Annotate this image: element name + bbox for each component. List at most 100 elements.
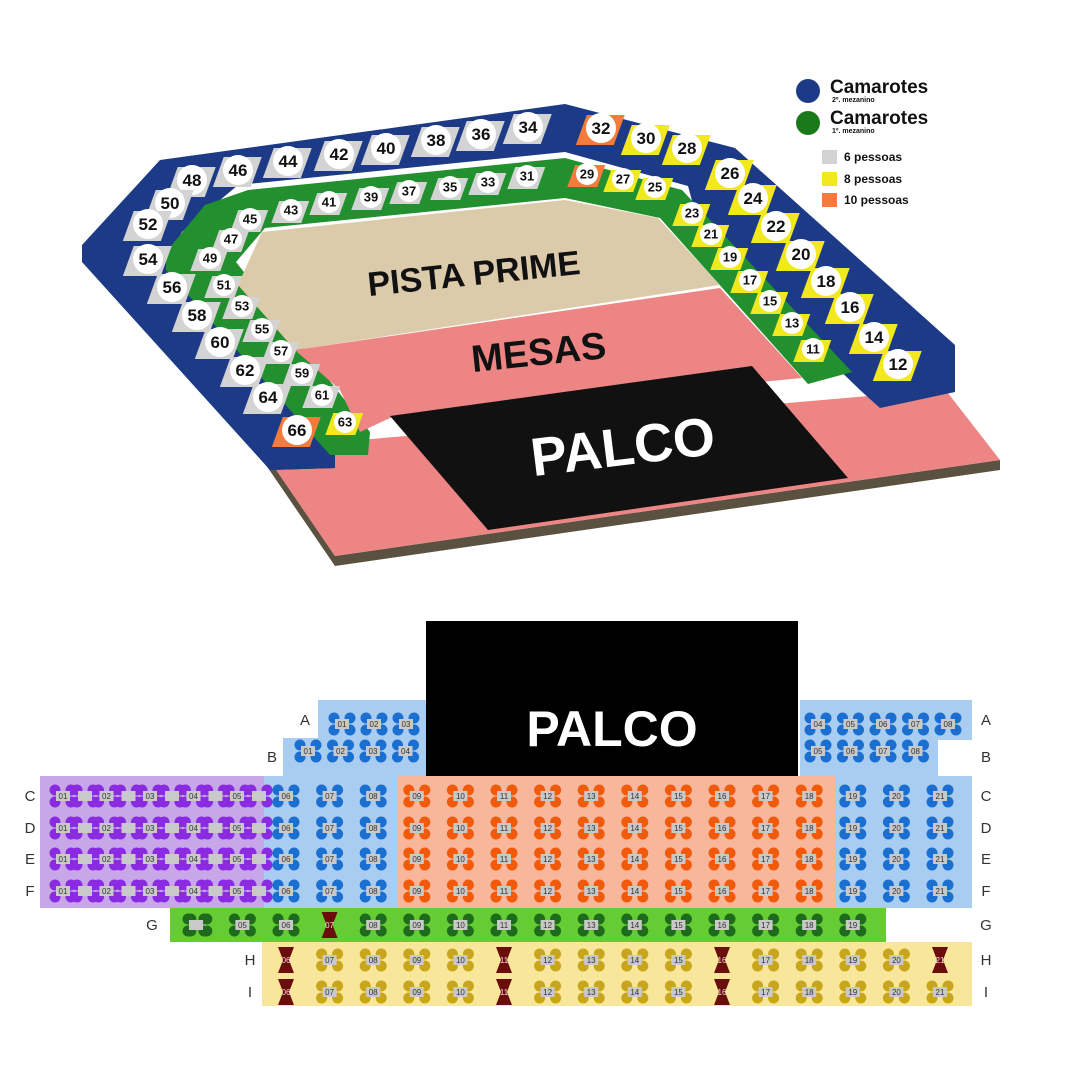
box-63[interactable]: 63 — [325, 411, 364, 435]
box-39[interactable]: 39 — [351, 186, 390, 210]
table-D-21[interactable]: 21 — [926, 816, 954, 840]
box-11[interactable]: 11 — [793, 338, 832, 362]
table-C-10[interactable]: 10 — [446, 784, 474, 808]
table-E-05-b[interactable] — [245, 847, 273, 871]
box-27[interactable]: 27 — [603, 168, 642, 192]
table-F-16[interactable]: 16 — [708, 879, 736, 903]
table-D-07[interactable]: 07 — [316, 816, 344, 840]
table-G-09[interactable]: 09 — [403, 913, 431, 937]
table-C-15[interactable]: 15 — [664, 784, 692, 808]
box-37[interactable]: 37 — [389, 180, 428, 204]
table-F-01-b[interactable] — [71, 879, 99, 903]
box-35[interactable]: 35 — [430, 176, 469, 200]
table-I-18[interactable]: 18 — [795, 980, 823, 1004]
table-H-13[interactable]: 13 — [577, 948, 605, 972]
table-E-03[interactable]: 03 — [136, 847, 164, 871]
table-F-21[interactable]: 21 — [926, 879, 954, 903]
table-F-17[interactable]: 17 — [752, 879, 780, 903]
table-F-12[interactable]: 12 — [534, 879, 562, 903]
table-I-17[interactable]: 17 — [752, 980, 780, 1004]
table-D-09[interactable]: 09 — [403, 816, 431, 840]
table-D-10[interactable]: 10 — [446, 816, 474, 840]
box-38[interactable]: 38 — [410, 125, 460, 157]
box-33[interactable]: 33 — [468, 171, 507, 195]
table-I-16[interactable]: 16 — [714, 979, 730, 1005]
box-59[interactable]: 59 — [282, 362, 321, 386]
table-G-14[interactable]: 14 — [621, 913, 649, 937]
box-62[interactable]: 62 — [219, 355, 269, 387]
table-I-20[interactable]: 20 — [882, 980, 910, 1004]
table-I-15[interactable]: 15 — [664, 980, 692, 1004]
table-H-17[interactable]: 17 — [752, 948, 780, 972]
box-43[interactable]: 43 — [271, 199, 310, 223]
table-I-13[interactable]: 13 — [577, 980, 605, 1004]
box-45[interactable]: 45 — [230, 208, 269, 232]
table-E-07[interactable]: 07 — [316, 847, 344, 871]
box-20[interactable]: 20 — [775, 239, 825, 271]
table-C-09[interactable]: 09 — [403, 784, 431, 808]
table-D-15[interactable]: 15 — [664, 816, 692, 840]
table-I-10[interactable]: 10 — [446, 980, 474, 1004]
table-G-18[interactable]: 18 — [795, 913, 823, 937]
table-G-13[interactable]: 13 — [577, 913, 605, 937]
box-36[interactable]: 36 — [455, 119, 505, 151]
box-44[interactable]: 44 — [262, 146, 312, 178]
table-B-03[interactable]: 03 — [359, 739, 387, 763]
table-G-16[interactable]: 16 — [708, 913, 736, 937]
box-28[interactable]: 28 — [661, 133, 711, 165]
table-E-19[interactable]: 19 — [839, 847, 867, 871]
box-60[interactable]: 60 — [194, 327, 244, 359]
table-H-20[interactable]: 20 — [882, 948, 910, 972]
table-H-09[interactable]: 09 — [403, 948, 431, 972]
table-H-06[interactable]: 06 — [278, 947, 294, 973]
table-A-06[interactable]: 06 — [869, 712, 897, 736]
table-E-20[interactable]: 20 — [882, 847, 910, 871]
table-G-10[interactable]: 10 — [446, 913, 474, 937]
table-D-18[interactable]: 18 — [795, 816, 823, 840]
table-H-19[interactable]: 19 — [839, 948, 867, 972]
table-E-09[interactable]: 09 — [403, 847, 431, 871]
box-40[interactable]: 40 — [360, 133, 410, 165]
table-H-08[interactable]: 08 — [359, 948, 387, 972]
table-H-12[interactable]: 12 — [534, 948, 562, 972]
table-F-20[interactable]: 20 — [882, 879, 910, 903]
table-F-18[interactable]: 18 — [795, 879, 823, 903]
box-12[interactable]: 12 — [872, 349, 922, 381]
box-19[interactable]: 19 — [710, 246, 749, 270]
box-41[interactable]: 41 — [309, 191, 348, 215]
box-61[interactable]: 61 — [302, 384, 341, 408]
box-54[interactable]: 54 — [122, 244, 172, 276]
table-G-08[interactable]: 08 — [359, 913, 387, 937]
table-I-09[interactable]: 09 — [403, 980, 431, 1004]
box-34[interactable]: 34 — [502, 112, 552, 144]
table-B-08[interactable]: 08 — [902, 739, 929, 763]
table-D-14[interactable]: 14 — [621, 816, 649, 840]
table-F-09[interactable]: 09 — [403, 879, 431, 903]
table-G-19[interactable]: 19 — [839, 913, 867, 937]
table-C-05-b[interactable] — [245, 784, 273, 808]
box-64[interactable]: 64 — [242, 382, 292, 414]
box-14[interactable]: 14 — [848, 322, 898, 354]
table-G-15[interactable]: 15 — [664, 913, 692, 937]
table-C-17[interactable]: 17 — [752, 784, 780, 808]
table-A-07[interactable]: 07 — [902, 712, 929, 736]
table-H-10[interactable]: 10 — [446, 948, 474, 972]
table-C-18[interactable]: 18 — [795, 784, 823, 808]
box-24[interactable]: 24 — [727, 183, 777, 215]
table-H-15[interactable]: 15 — [664, 948, 692, 972]
table-I-07[interactable]: 07 — [316, 980, 344, 1004]
table-I-21[interactable]: 21 — [926, 980, 954, 1004]
table-E-06[interactable]: 06 — [272, 847, 300, 871]
box-23[interactable]: 23 — [672, 202, 711, 226]
table-F-15[interactable]: 15 — [664, 879, 692, 903]
table-A-01[interactable]: 01 — [328, 712, 356, 736]
box-53[interactable]: 53 — [222, 295, 261, 319]
box-25[interactable]: 25 — [635, 176, 674, 200]
table-C-08[interactable]: 08 — [359, 784, 387, 808]
table-F-19[interactable]: 19 — [839, 879, 867, 903]
table-I-06[interactable]: 06 — [278, 979, 294, 1005]
table-E-14[interactable]: 14 — [621, 847, 649, 871]
table-C-19[interactable]: 19 — [839, 784, 867, 808]
table-D-08[interactable]: 08 — [359, 816, 387, 840]
box-29[interactable]: 29 — [567, 163, 606, 187]
